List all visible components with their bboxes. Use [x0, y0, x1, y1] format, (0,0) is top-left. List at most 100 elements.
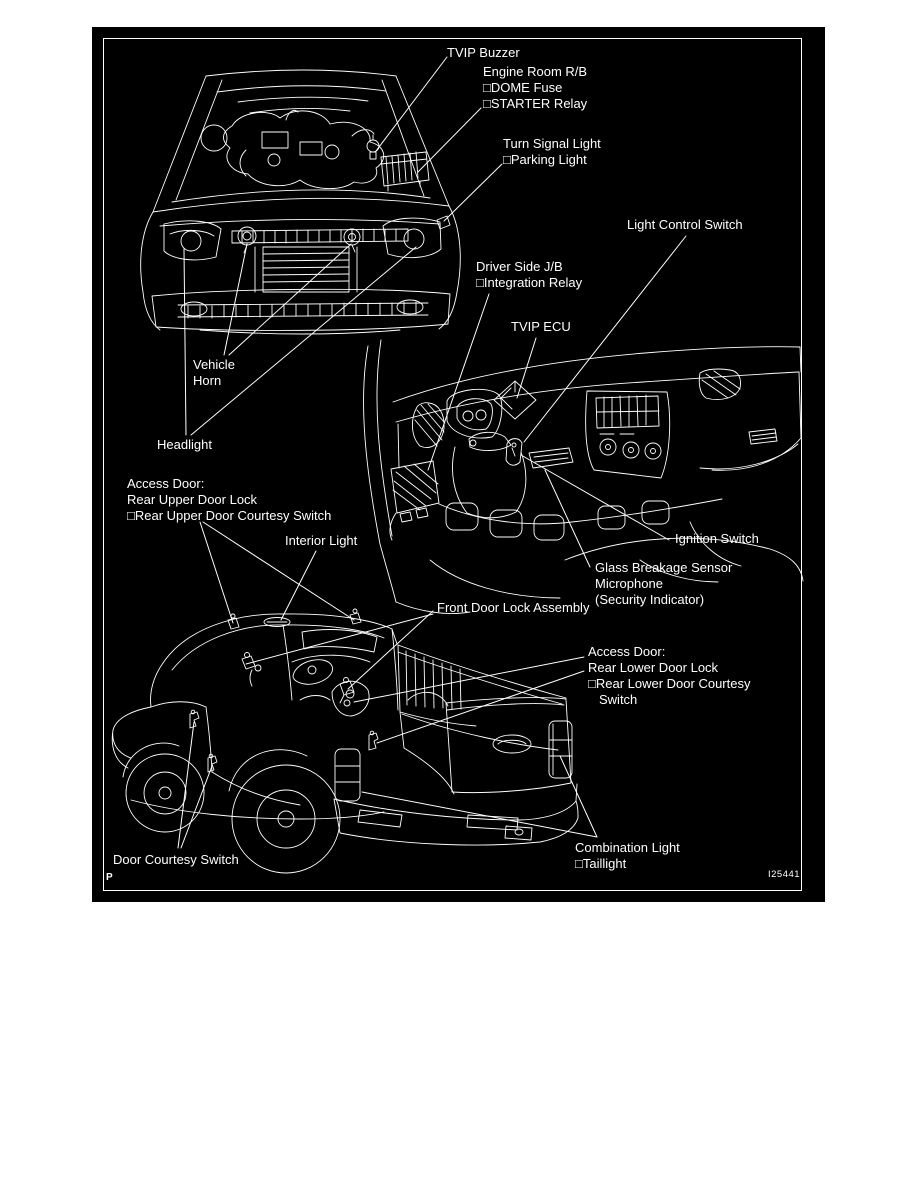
label-combination-light: Combination Light □Taillight [575, 840, 680, 872]
strut-tower-left [200, 124, 228, 152]
air-dam [199, 329, 401, 335]
floor-pad-5 [641, 500, 670, 525]
vent-far-right [748, 428, 778, 445]
tvip-buzzer-mount [369, 134, 377, 160]
radiator [254, 246, 358, 293]
interior-light-component [263, 617, 291, 627]
rear-upper-lock-right [349, 612, 362, 625]
tailgate-handle [492, 734, 532, 754]
vent-right-hatch [701, 370, 741, 399]
leader-headlight-right [190, 246, 417, 436]
headlight-left-lens [180, 230, 202, 252]
engine-block [223, 110, 385, 189]
rocker-panel [130, 771, 385, 820]
bumper-strip [177, 302, 429, 318]
wheel-rear [231, 764, 341, 874]
gauge-right [475, 409, 487, 421]
label-line: □STARTER Relay [483, 96, 588, 111]
label-line: Interior Light [285, 533, 358, 548]
taillight-right [548, 720, 573, 779]
engine-detail-rects [261, 131, 323, 156]
a-pillar [363, 339, 397, 603]
label-line: Engine Room R/B [483, 64, 588, 79]
label-line: □Integration Relay [476, 275, 583, 290]
hood-inner-lines [171, 79, 431, 203]
label-line: □Taillight [575, 856, 627, 871]
floor-pad-4 [597, 505, 626, 530]
hvac-knob-1 [599, 438, 617, 456]
front-door-lock-inner [254, 664, 262, 672]
engine-compartment-view [140, 69, 461, 335]
horn-left-center [242, 231, 252, 241]
wheel-arch-rear [228, 749, 308, 792]
driver-jb-hatch [392, 463, 439, 511]
driver-jb-component [390, 460, 440, 514]
leader-vehicle-horn-right [228, 243, 352, 356]
cluster-hood [446, 388, 503, 439]
stalk-knob [469, 439, 477, 447]
trailer-hitch [504, 825, 533, 841]
rear-upper-lock-right-dot [352, 608, 358, 614]
front-door-lock-dot [244, 652, 250, 658]
leader-access-lower-a [353, 656, 585, 703]
wheel-rear-hub [277, 810, 295, 828]
horn-right-bracket [351, 244, 356, 253]
parking-light-corner [436, 215, 451, 230]
engine-pulley-right [324, 144, 340, 160]
label-access-door-lower: Access Door: Rear Lower Door Lock □Rear … [588, 644, 750, 708]
rear-lower-courtesy-switch-dot [369, 730, 375, 736]
door-courtesy-switch-2 [207, 755, 218, 773]
label-line: Combination Light [575, 840, 680, 855]
label-line: Ignition Switch [675, 531, 759, 546]
bumper-strip-ticks [187, 301, 417, 319]
label-engine-room-rb: Engine Room R/B □DOME Fuse □STARTER Rela… [483, 64, 587, 112]
driver-jb-connectors [389, 507, 429, 541]
leader-door-courtesy-b [180, 765, 213, 849]
hvac-knob-2 [622, 441, 640, 459]
tailgate [445, 697, 572, 794]
floor-pad-3 [533, 514, 565, 541]
label-line: Light Control Switch [627, 217, 743, 232]
label-line: □Parking Light [503, 152, 587, 167]
label-light-control-switch: Light Control Switch [627, 217, 743, 233]
column-shroud [452, 446, 527, 519]
relay-box-hatch [385, 151, 419, 185]
bed-rail [397, 644, 567, 705]
figure-code: I25441 [768, 869, 801, 880]
label-tvip-buzzer: TVIP Buzzer [447, 45, 520, 61]
leader-ignition-switch [520, 454, 670, 541]
label-line: Door Courtesy Switch [113, 852, 239, 867]
floor-pad-2 [489, 509, 523, 538]
vent-left-hatch [414, 403, 446, 447]
label-line: Headlight [157, 437, 212, 452]
hvac-knob-2-dot [628, 447, 634, 453]
hvac-knob-3 [644, 442, 662, 460]
leader-access-upper-a [199, 521, 234, 624]
label-access-door-upper: Access Door: Rear Upper Door Lock □Rear … [127, 476, 331, 524]
leader-light-control-switch [523, 235, 687, 443]
label-door-courtesy-switch: Door Courtesy Switch [113, 852, 239, 868]
radiator-fins [262, 252, 350, 283]
engine-room-relay-box [380, 151, 430, 192]
taillight-left-segments [335, 765, 361, 783]
label-ignition-switch: Ignition Switch [675, 531, 759, 547]
leader-front-door-lock-a [347, 610, 434, 690]
fender-right [438, 205, 461, 330]
cowl-lines [237, 96, 369, 114]
wheel-arch-front [122, 742, 180, 778]
console-curves [395, 521, 742, 614]
fender-left [140, 211, 161, 331]
label-tvip-ecu: TVIP ECU [511, 319, 571, 335]
leader-door-courtesy-a [177, 721, 195, 849]
glass-breakage-sensor-component [528, 447, 574, 469]
rear-bumper [333, 783, 579, 846]
tvip-ecu-component [493, 380, 537, 420]
diagram-frame [103, 38, 802, 891]
component-location-diagram: TVIP Buzzer Engine Room R/B □DOME Fuse □… [92, 27, 825, 902]
label-line: □DOME Fuse [483, 80, 563, 95]
label-line: (Security Indicator) [595, 592, 705, 607]
leader-access-lower-b [376, 670, 585, 744]
steering-wheel [292, 659, 333, 685]
leader-combination-a [559, 755, 598, 838]
cab-rear-pillar [391, 628, 399, 711]
